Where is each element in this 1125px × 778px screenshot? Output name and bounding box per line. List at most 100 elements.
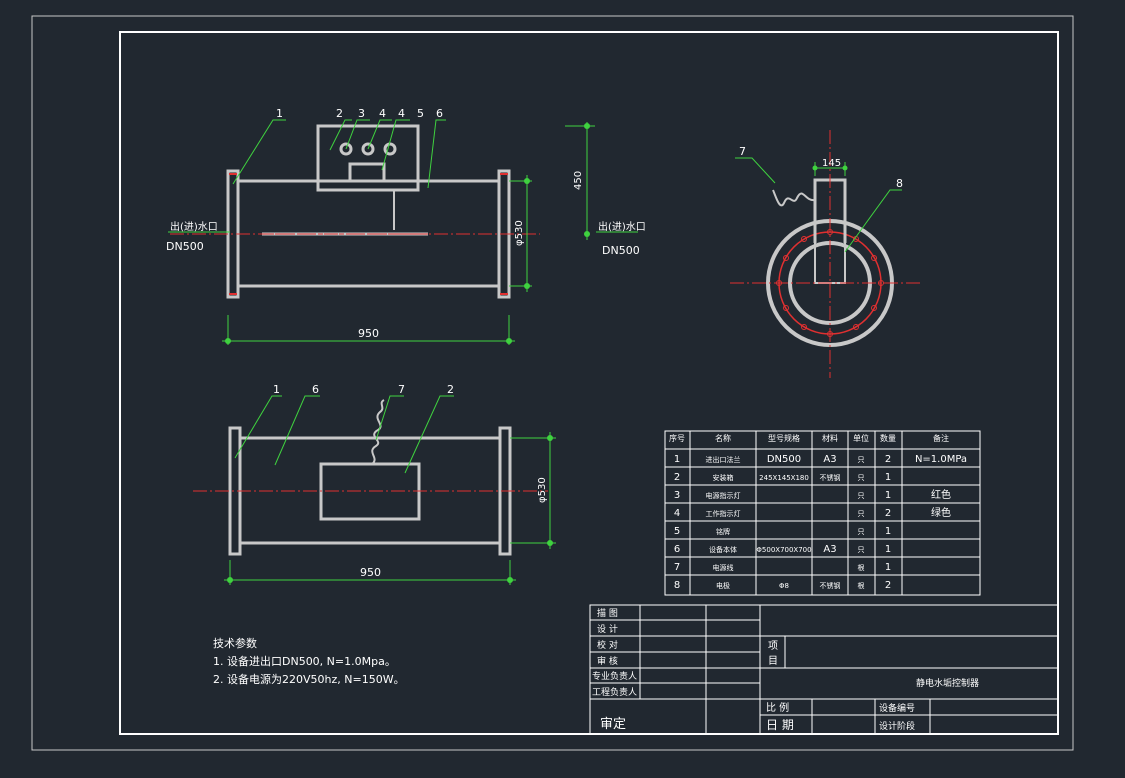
bom-cell: 2 [885, 454, 891, 465]
bom-cell: 电源线 [713, 563, 734, 572]
bom-cell: N=1.0MPa [915, 454, 967, 465]
tb-reviewer: 审 核 [597, 655, 618, 667]
indicator-light-2 [361, 142, 375, 156]
bom-cell: 245X145X180 [759, 474, 809, 482]
bom-cell: 电源指示灯 [706, 491, 741, 500]
bom-cell: A3 [823, 544, 836, 555]
front-view [226, 124, 511, 299]
nameplate [348, 162, 386, 183]
bom-cell: 2 [885, 508, 891, 519]
bottom-leaders [224, 395, 556, 585]
tb-scale: 比 例 [766, 701, 789, 714]
bom-header-cell: 单位 [853, 433, 869, 443]
bottom-dim-diameter: φ530 [537, 477, 548, 503]
bom-header-cell: 数量 [880, 433, 896, 443]
callout-2: 2 [336, 107, 343, 120]
bom-cell: 1 [885, 544, 891, 555]
bottom-callout-1: 1 [273, 383, 280, 396]
bom-cell: 5 [674, 526, 680, 537]
bom-cell: 1 [674, 454, 680, 465]
bom-cell: 只 [858, 474, 865, 482]
bom-header-cell: 序号 [669, 433, 685, 443]
bom-cell: 1 [885, 490, 891, 501]
bom-cell: 设备本体 [709, 545, 737, 554]
bottom-dim-length: 950 [360, 566, 381, 579]
bom-cell: 根 [858, 563, 865, 572]
bom-header-cell: 材料 [822, 433, 838, 443]
dn-right-label: DN500 [602, 244, 640, 257]
bom-cell: 3 [674, 490, 680, 501]
callout-5: 5 [417, 107, 424, 120]
tb-checker: 校 对 [597, 639, 618, 651]
bottom-view [228, 399, 512, 556]
bom-header-cell: 备注 [933, 433, 949, 443]
tb-drawer: 描 图 [597, 607, 618, 619]
bottom-callout-6: 6 [312, 383, 319, 396]
bom-cell: 只 [858, 510, 865, 518]
bom-cell: 只 [858, 528, 865, 536]
tb-project-xiang: 项 [768, 640, 778, 652]
tb-project-mu: 目 [768, 656, 778, 667]
bom-cell: 绿色 [931, 506, 951, 519]
bom-cell: 7 [674, 562, 680, 573]
bom-cell: 红色 [931, 488, 951, 501]
bom-cell: 6 [674, 544, 680, 555]
tb-design-stage: 设计阶段 [879, 720, 915, 732]
side-leaders [735, 157, 902, 253]
bom-cell: 8 [674, 580, 680, 591]
callout-4a: 4 [379, 107, 386, 120]
bom-table [664, 430, 981, 596]
indicator-light-1 [339, 142, 353, 156]
inner-frame [119, 31, 1059, 735]
bom-cell: Φ8 [779, 582, 789, 590]
bom-cell: 只 [858, 546, 865, 554]
bom-cell: 4 [674, 508, 680, 519]
inlet-right-label: 出(进)水口 [598, 220, 646, 233]
bom-cell: 1 [885, 562, 891, 573]
outer-frame [31, 15, 1074, 751]
indicator-light-3 [383, 142, 397, 156]
side-callout-7: 7 [739, 145, 746, 158]
bom-cell: 只 [858, 456, 865, 464]
bom-header-cell: 名称 [715, 433, 731, 443]
control-box [316, 124, 420, 192]
bom-header-cell: 型号规格 [768, 433, 800, 443]
bom-cell: 电极 [716, 581, 730, 590]
bom-cell: 1 [885, 472, 891, 483]
bom-cell: 工作指示灯 [706, 509, 741, 518]
tb-approver: 审定 [600, 717, 626, 732]
callout-1: 1 [276, 107, 283, 120]
bom-cell: 2 [674, 472, 680, 483]
tech-title: 技术参数 [213, 636, 257, 650]
bom-cell: 只 [858, 492, 865, 500]
bom-cell: 安装箱 [713, 473, 734, 482]
front-dim-diameter: φ530 [514, 220, 525, 246]
bom-cell: A3 [823, 454, 836, 465]
tb-date: 日 期 [766, 718, 794, 732]
side-callout-8: 8 [896, 177, 903, 190]
tb-device-name: 静电水垢控制器 [916, 677, 979, 689]
front-dim-height: 450 [573, 171, 584, 190]
bom-cell: 1 [885, 526, 891, 537]
bottom-callout-7: 7 [398, 383, 405, 396]
inlet-left-label: 出(进)水口 [170, 220, 218, 233]
bom-cell: 根 [858, 581, 865, 590]
bottom-callout-2: 2 [447, 383, 454, 396]
tb-discipline-lead: 专业负责人 [592, 670, 637, 682]
callout-4b: 4 [398, 107, 405, 120]
tech-line-2: 2. 设备电源为220V50hz, N=150W。 [213, 672, 405, 686]
dn-left-label: DN500 [166, 240, 204, 253]
bom-cell: Φ500X700X700 [756, 546, 811, 554]
front-dim-length: 950 [358, 327, 379, 340]
bom-cell: 铭牌 [716, 527, 730, 536]
bom-cell: 进出口法兰 [706, 455, 741, 464]
bom-cell: DN500 [767, 454, 801, 465]
bom-cell: 2 [885, 580, 891, 591]
side-dim-width: 145 [822, 158, 841, 169]
callout-6: 6 [436, 107, 443, 120]
tb-designer: 设 计 [597, 623, 618, 635]
tb-equip-no: 设备编号 [879, 702, 915, 714]
tb-project-lead: 工程负责人 [592, 686, 637, 698]
